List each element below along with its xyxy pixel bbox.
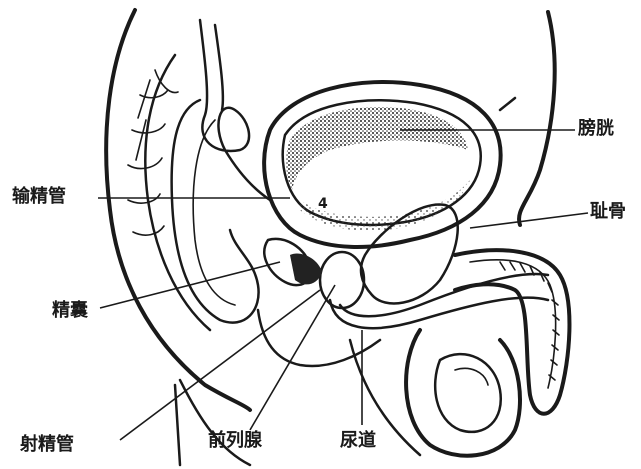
vas-deferens-path [200, 20, 270, 200]
sacral-vertebrae [128, 70, 178, 235]
label-ejaculatory-duct: 射精管 [20, 436, 74, 454]
abdominal-wall [519, 12, 555, 225]
leader-ejaculatory-duct [120, 290, 320, 440]
label-pubic-bone: 耻骨 [590, 203, 626, 221]
bladder-fill [286, 107, 468, 190]
label-urethra: 尿道 [340, 432, 376, 450]
scrotum-outline [406, 330, 520, 456]
label-vas-deferens: 输精管 [12, 188, 66, 206]
penis-outline [455, 250, 569, 414]
bladder-marker: 4 [318, 196, 328, 212]
label-prostate: 前列腺 [208, 432, 262, 450]
sacrum-outline [106, 10, 250, 410]
rectum-outline [172, 100, 259, 323]
leader-prostate [250, 285, 335, 430]
leader-pubic-bone [470, 213, 588, 228]
label-seminal-vesicle: 精囊 [52, 302, 88, 320]
label-bladder: 膀胱 [578, 120, 614, 138]
testis-shape [435, 354, 501, 432]
leader-seminal-vesicle [100, 262, 280, 308]
bladder-marker-text: 4 [318, 196, 328, 212]
